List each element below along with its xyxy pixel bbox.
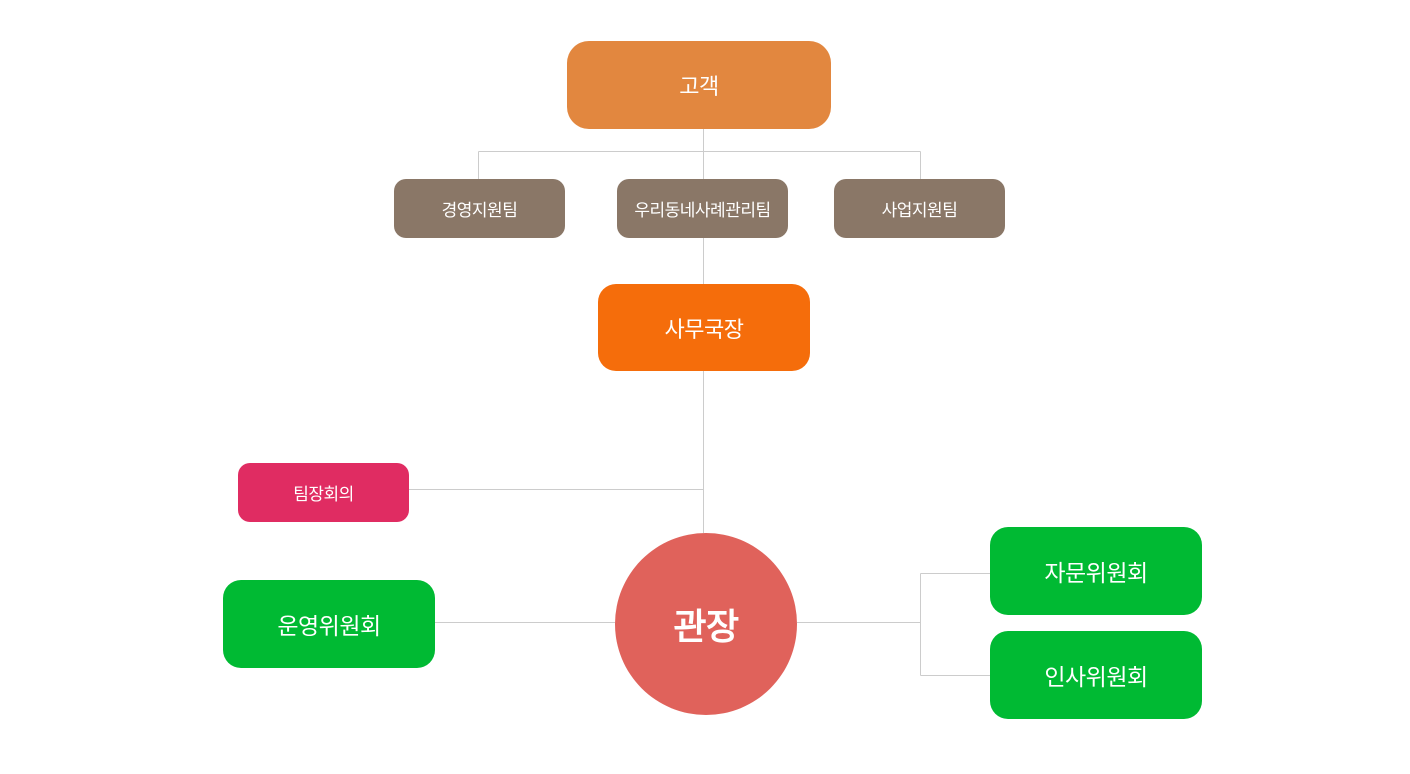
team-node-management-support: 경영지원팀 xyxy=(394,179,565,238)
advisory-committee-node: 자문위원회 xyxy=(990,527,1202,615)
connector-customer-to-teams xyxy=(478,129,921,179)
team-node-business-support: 사업지원팀 xyxy=(834,179,1005,238)
team-leaders-meeting-node: 팀장회의 xyxy=(238,463,409,522)
team-node-case-management: 우리동네사례관리팀 xyxy=(617,179,788,238)
operations-committee-node: 운영위원회 xyxy=(223,580,435,668)
customer-node: 고객 xyxy=(567,41,831,129)
personnel-committee-node: 인사위원회 xyxy=(990,631,1202,719)
connector-right-committees xyxy=(797,573,990,676)
secretary-general-node: 사무국장 xyxy=(598,284,810,371)
director-node: 관장 xyxy=(615,533,797,715)
